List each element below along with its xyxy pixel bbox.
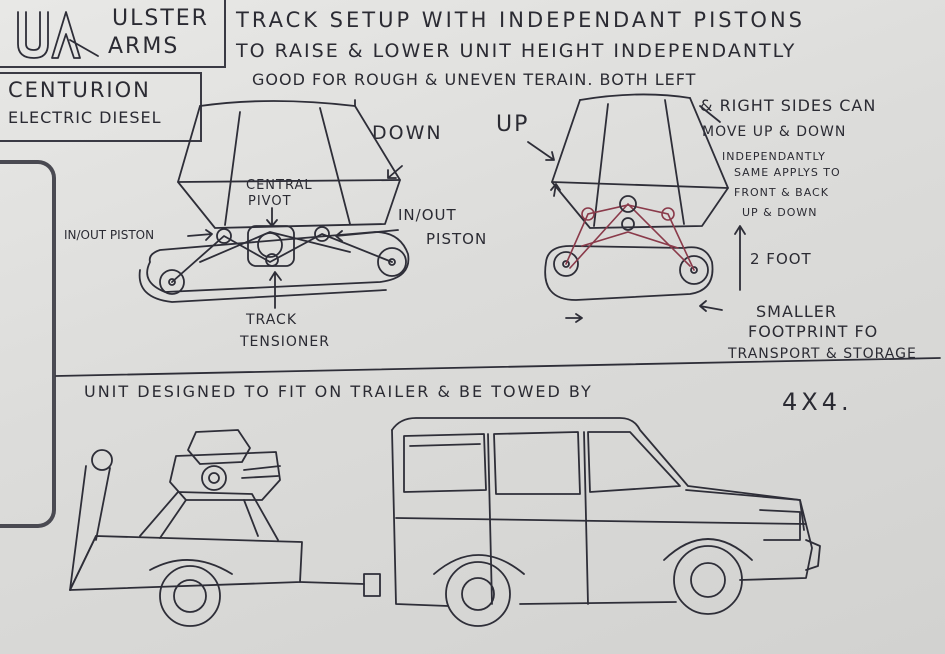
label-in-out-piston-right-2: PISTON: [426, 230, 488, 248]
label-up: UP: [496, 112, 530, 137]
label-central-pivot-2: PIVOT: [248, 194, 292, 209]
logo-line-1: ULSTER: [112, 6, 209, 31]
bottom-note-vehicle: 4X4.: [782, 388, 853, 416]
label-footprint-2: FOOTPRINT FO: [748, 322, 879, 341]
header-line-3: GOOD FOR ROUGH & UNEVEN TERAIN. BOTH LEF…: [252, 70, 697, 89]
side-note-2: MOVE UP & DOWN: [702, 124, 847, 140]
label-in-out-piston-right-1: IN/OUT: [398, 206, 457, 224]
up-unit: [527, 93, 746, 323]
down-unit: [138, 99, 410, 309]
section-divider: [55, 357, 941, 377]
paper-clip: [0, 160, 56, 528]
label-two-foot: 2 FOOT: [750, 250, 812, 268]
side-note-1: & RIGHT SIDES CAN: [700, 96, 877, 115]
logo-line-2: ARMS: [108, 34, 180, 59]
label-in-out-piston-left: IN/OUT PISTON: [64, 228, 155, 242]
bottom-note: UNIT DESIGNED TO FIT ON TRAILER & BE TOW…: [84, 382, 593, 401]
header-line-1: TRACK SETUP WITH INDEPENDANT PISTONS: [236, 8, 806, 32]
label-footprint-3: TRANSPORT & STORAGE: [728, 346, 917, 362]
trailer-drawing: [69, 429, 381, 627]
side-note-5: FRONT & BACK: [734, 186, 829, 199]
side-note-3: INDEPENDANTLY: [722, 150, 826, 163]
product-type: ELECTRIC DIESEL: [8, 108, 162, 127]
label-track-2: TENSIONER: [240, 334, 330, 350]
label-footprint-1: SMALLER: [756, 302, 837, 321]
label-down: DOWN: [372, 122, 443, 144]
side-note-4: SAME APPLYS TO: [734, 166, 841, 179]
product-name: CENTURION: [8, 78, 151, 102]
header-line-2: TO RAISE & LOWER UNIT HEIGHT INDEPENDANT…: [236, 40, 797, 62]
vehicle-drawing: [391, 417, 821, 627]
side-note-6: UP & DOWN: [742, 206, 818, 219]
product-name-box: [0, 72, 202, 142]
logo-box: [0, 0, 226, 68]
label-track-1: TRACK: [246, 312, 297, 328]
